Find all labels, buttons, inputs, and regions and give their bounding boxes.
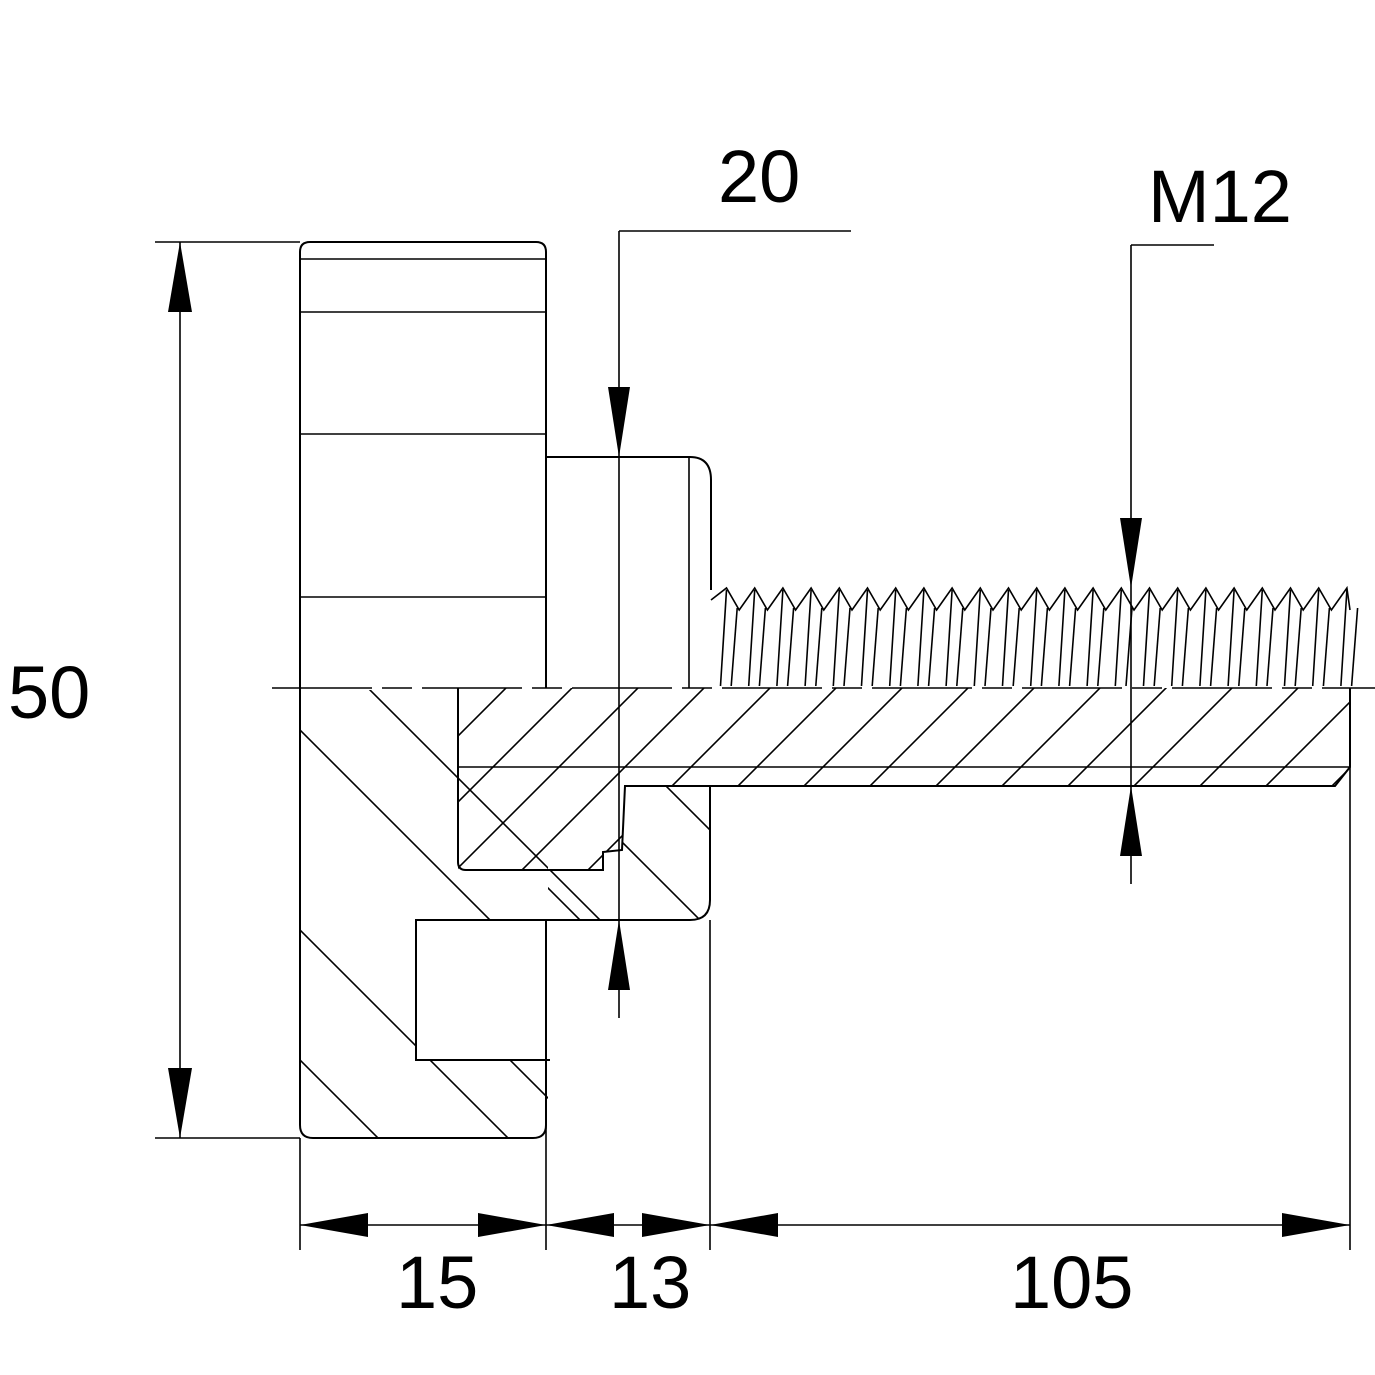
hub-diameter-label: 20 bbox=[718, 135, 800, 218]
dimension-height: 50 bbox=[8, 241, 300, 1139]
knob-width-label: 15 bbox=[396, 1241, 478, 1324]
arrow-down-icon bbox=[1120, 518, 1142, 588]
arrow-down-icon bbox=[168, 1068, 192, 1138]
arrow-up-icon bbox=[168, 242, 192, 312]
hub-hatching bbox=[548, 786, 710, 920]
dimension-thread-size: M12 bbox=[1120, 155, 1292, 884]
arrow-right-icon bbox=[1282, 1213, 1350, 1237]
threaded-insert-section bbox=[457, 688, 1351, 871]
arrow-left-icon bbox=[300, 1213, 368, 1237]
thread-size-label: M12 bbox=[1148, 155, 1292, 238]
arrow-right-icon bbox=[642, 1213, 710, 1237]
thread-teeth bbox=[710, 585, 1359, 687]
arrow-right-icon bbox=[478, 1213, 546, 1237]
knob-upper-half bbox=[299, 241, 547, 688]
arrow-up-icon bbox=[1120, 786, 1142, 856]
arrow-left-icon bbox=[710, 1213, 778, 1237]
hub-section bbox=[548, 786, 711, 921]
hub-width-label: 13 bbox=[609, 1241, 691, 1324]
hub-upper-half bbox=[546, 456, 712, 688]
dimension-hub-diameter: 20 bbox=[608, 135, 851, 1018]
thread-length-label: 105 bbox=[1010, 1241, 1133, 1324]
arrow-left-icon bbox=[546, 1213, 614, 1237]
height-dimension-label: 50 bbox=[8, 651, 90, 734]
arrow-up-icon bbox=[608, 920, 630, 990]
dimension-bottom: 15 13 105 bbox=[299, 767, 1351, 1324]
arrow-down-icon bbox=[608, 387, 630, 457]
insert-hatching bbox=[458, 688, 1350, 870]
